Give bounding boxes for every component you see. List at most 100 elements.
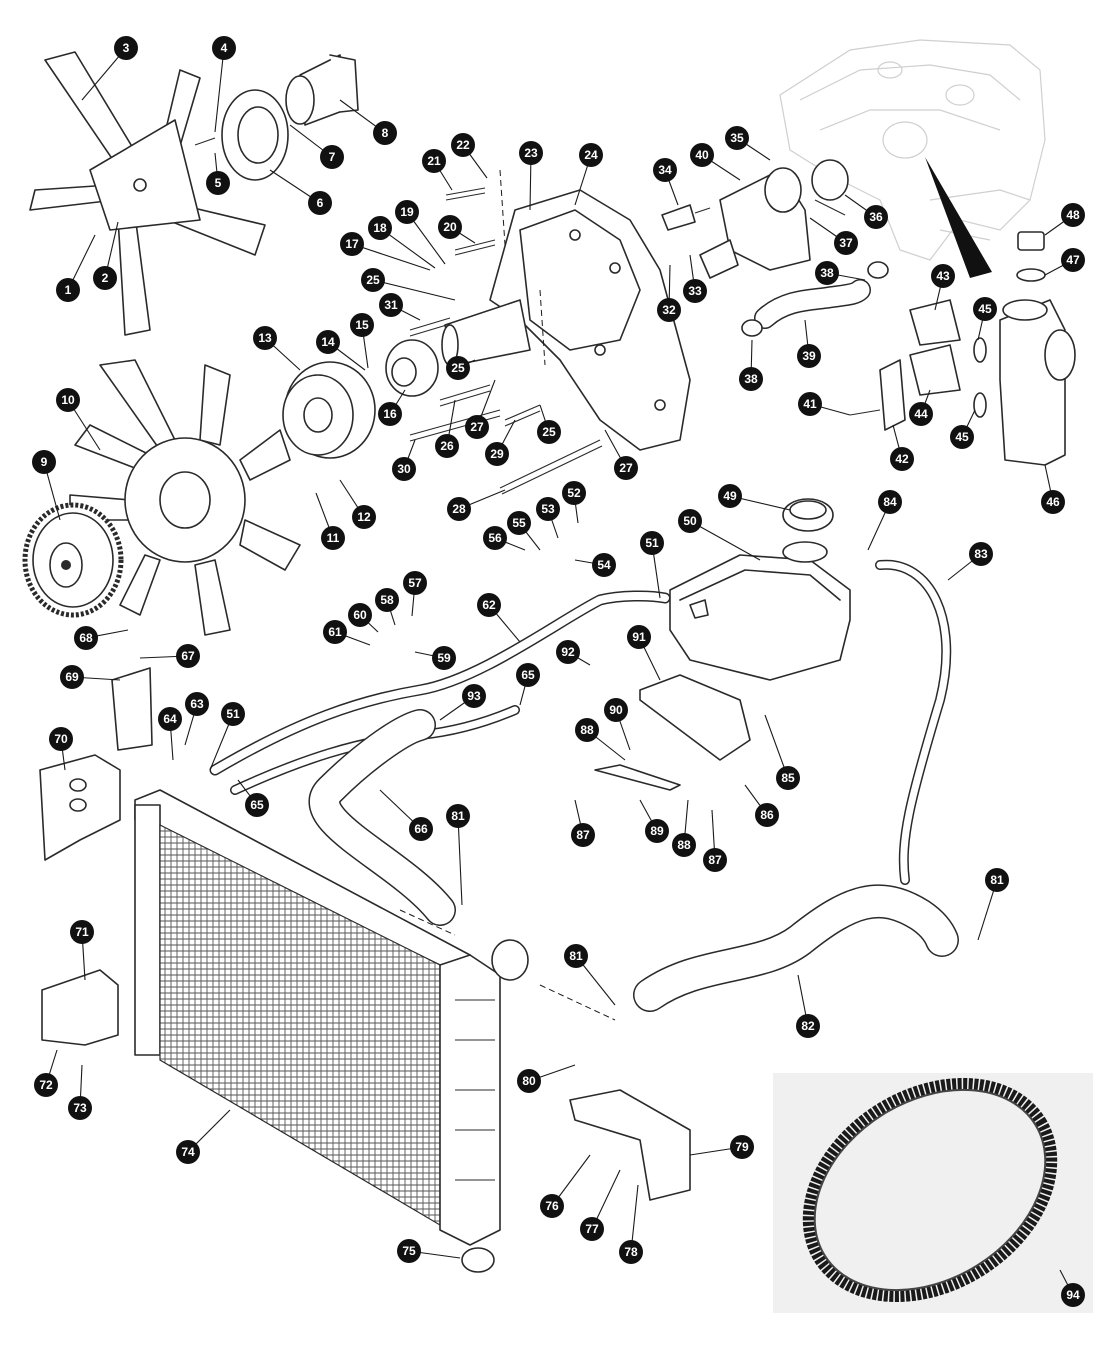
callout-42-bracket: 42 [890,447,914,471]
radiator [134,789,529,1246]
callout-dot [834,231,858,255]
callout-13-pulley: 13 [253,326,277,350]
callout-label: 20 [443,220,457,234]
callout-68-bolt: 68 [74,626,98,650]
callout-dot [627,625,651,649]
callout-dot [70,920,94,944]
callout-dot [56,388,80,412]
callout-19-nut: 19 [395,200,419,224]
callout-6-fan-spacer: 6 [308,191,332,215]
callout-65-clip: 65 [516,663,540,687]
screw [194,137,216,146]
callout-dot [477,593,501,617]
callout-12-bolt: 12 [352,505,376,529]
callout-dot [640,531,664,555]
fan-extension [285,54,359,126]
callout-51-clip: 51 [640,531,664,555]
callout-81-clip: 81 [564,944,588,968]
callout-label: 26 [440,439,454,453]
callout-dot [653,158,677,182]
callout-dot [392,457,416,481]
mounting [39,754,121,861]
callout-label: 52 [567,486,581,500]
callout-label: 85 [781,771,795,785]
callout-79-bracket: 79 [730,1135,754,1159]
callout-label: 3 [123,41,130,55]
callout-21-bolt: 21 [422,149,446,173]
callout-dot [931,264,955,288]
callout-1-fan-bolt: 1 [56,278,80,302]
callout-label: 29 [490,447,504,461]
callout-60-washer: 60 [348,603,372,627]
callout-56-nut: 56 [483,526,507,550]
callout-label: 79 [735,1140,749,1154]
callout-dot [657,298,681,322]
assembly-dashed-lines [399,169,616,1021]
callout-label: 31 [384,298,398,312]
callout-dot [797,344,821,368]
engine-block-outline [779,39,1046,261]
callout-dot [340,232,364,256]
callout-label: 81 [990,873,1004,887]
callout-dot [985,868,1009,892]
callout-label: 28 [452,502,466,516]
callout-dot [438,215,462,239]
callout-label: 51 [226,707,240,721]
callout-dot [432,646,456,670]
callout-label: 64 [163,712,177,726]
callout-dot [562,481,586,505]
callout-32-bolt: 32 [657,298,681,322]
callout-label: 24 [584,148,598,162]
callout-24-water-pump: 24 [579,143,603,167]
callout-label: 89 [650,824,664,838]
callout-label: 88 [677,838,691,852]
callout-label: 44 [914,407,928,421]
callout-label: 68 [79,631,93,645]
callout-label: 90 [609,703,623,717]
callout-label: 87 [708,853,722,867]
callout-label: 41 [803,397,817,411]
callout-label: 47 [1066,253,1080,267]
callout-40-thermostat-housing: 40 [690,143,714,167]
callout-label: 16 [383,407,397,421]
callout-label: 8 [382,126,389,140]
callout-72-washer: 72 [34,1073,58,1097]
callout-dot [864,205,888,229]
callout-label: 38 [744,372,758,386]
callout-dot [49,727,73,751]
callout-label: 39 [802,349,816,363]
plug [1016,231,1046,282]
callout-53-washer: 53 [536,497,560,521]
callout-dot [725,126,749,150]
callout-64-washer: 64 [158,707,182,731]
callout-label: 7 [329,150,336,164]
callout-label: 53 [541,502,555,516]
callout-label: 74 [181,1145,195,1159]
callout-dot [516,663,540,687]
drive-belt-panel [773,1073,1093,1313]
callout-label: 62 [482,598,496,612]
reference-arrow [925,157,992,278]
callout-label: 2 [102,271,109,285]
callout-57-screw: 57 [403,571,427,595]
callout-39-hose: 39 [797,344,821,368]
callout-dot [645,819,669,843]
callout-label: 81 [451,809,465,823]
callout-dot [316,330,340,354]
callout-7-stud: 7 [320,145,344,169]
callout-91-bracket: 91 [627,625,651,649]
callout-label: 76 [545,1199,559,1213]
callout-dot [446,356,470,380]
callout-74-radiator: 74 [176,1140,200,1164]
callout-label: 86 [760,808,774,822]
callout-dot [34,1073,58,1097]
callout-dot [672,833,696,857]
callout-15-bolt: 15 [350,313,374,337]
callout-dot [969,542,993,566]
callout-23-gasket: 23 [519,141,543,165]
callout-label: 34 [658,163,672,177]
callout-label: 93 [467,689,481,703]
callout-label: 11 [327,531,340,545]
callout-label: 10 [61,393,75,407]
